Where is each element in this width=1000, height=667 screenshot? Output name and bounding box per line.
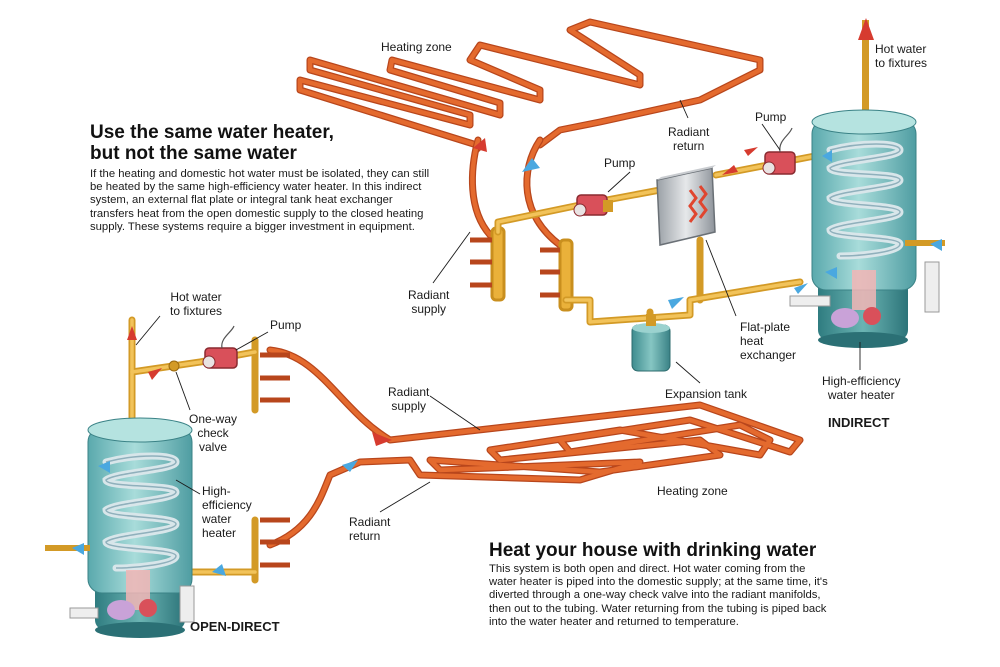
label-line: to fixtures [875, 56, 928, 70]
label-line: exchanger [740, 348, 797, 362]
hot-flow-arrow [473, 138, 487, 152]
indirect-water-heater [789, 18, 945, 348]
label-line: supply [391, 399, 427, 413]
indirect-title-line-1: Use the same water heater, [90, 122, 334, 143]
label-line: Hot water [170, 290, 222, 304]
direct-pump-label: Pump [270, 318, 302, 332]
direct-pump [202, 325, 238, 369]
label-line: High- [202, 484, 231, 498]
direct-title: Heat your house with drinking water [489, 540, 817, 561]
label-line: valve [199, 440, 228, 454]
check-valve-label: One-way check valve [189, 412, 237, 454]
direct-hot-water-label: Hot water to fixtures [170, 290, 222, 318]
label-line: return [349, 529, 381, 543]
label-line: water heater [827, 388, 895, 402]
label-line: to fixtures [170, 304, 223, 318]
indirect-heating-zone-label: Heating zone [381, 40, 452, 54]
heat-exchanger-label: Flat-plate heat exchanger [740, 320, 796, 362]
direct-water-heater [45, 417, 195, 638]
flat-plate-heat-exchanger [656, 165, 716, 246]
indirect-pump-left-label: Pump [604, 156, 636, 170]
label-line: supply [411, 302, 447, 316]
indirect-radiant-return-label: Radiant return [668, 125, 709, 153]
indirect-title-line-2: but not the same water [90, 143, 297, 164]
direct-heating-zone-label: Heating zone [657, 484, 728, 498]
direct-system-name: OPEN-DIRECT [190, 619, 280, 634]
indirect-hot-water-label: Hot water to fixtures [875, 42, 927, 70]
label-line: check [197, 426, 229, 440]
indirect-pump-right-label: Pump [755, 110, 787, 124]
label-line: water [202, 512, 232, 526]
check-valve [168, 360, 180, 372]
label-line: Radiant [349, 515, 391, 529]
direct-radiant-return-label: Radiant return [349, 515, 390, 543]
expansion-tank [631, 314, 671, 372]
indirect-pump-right [762, 127, 796, 175]
label-line: Radiant [668, 125, 710, 139]
indirect-supply-manifold [490, 226, 574, 312]
label-line: Radiant [388, 385, 430, 399]
indirect-radiant-supply-label: Radiant supply [408, 288, 449, 316]
direct-description: This system is both open and direct. Hot… [489, 563, 828, 628]
indirect-system-name: INDIRECT [828, 415, 890, 430]
direct-radiant-supply-label: Radiant supply [388, 385, 429, 413]
indirect-title: Use the same water heater, but not the s… [90, 122, 334, 164]
label-line: efficiency [202, 498, 252, 512]
label-line: High-efficiency [822, 374, 901, 388]
label-line: heat [740, 334, 764, 348]
label-line: heater [202, 526, 237, 540]
label-line: Radiant [408, 288, 450, 302]
indirect-heater-label: High-efficiency water heater [822, 374, 900, 402]
label-line: One-way [189, 412, 238, 426]
expansion-tank-label: Expansion tank [665, 387, 748, 401]
indirect-pump-left [573, 194, 613, 217]
label-line: Hot water [875, 42, 927, 56]
label-line: Flat-plate [740, 320, 791, 334]
cold-flow-arrow [522, 158, 540, 172]
leader-lines [135, 99, 861, 513]
direct-heater-label: High- efficiency water heater [202, 484, 252, 540]
indirect-description: If the heating and domestic hot water mu… [90, 168, 430, 233]
label-line: return [673, 139, 705, 153]
